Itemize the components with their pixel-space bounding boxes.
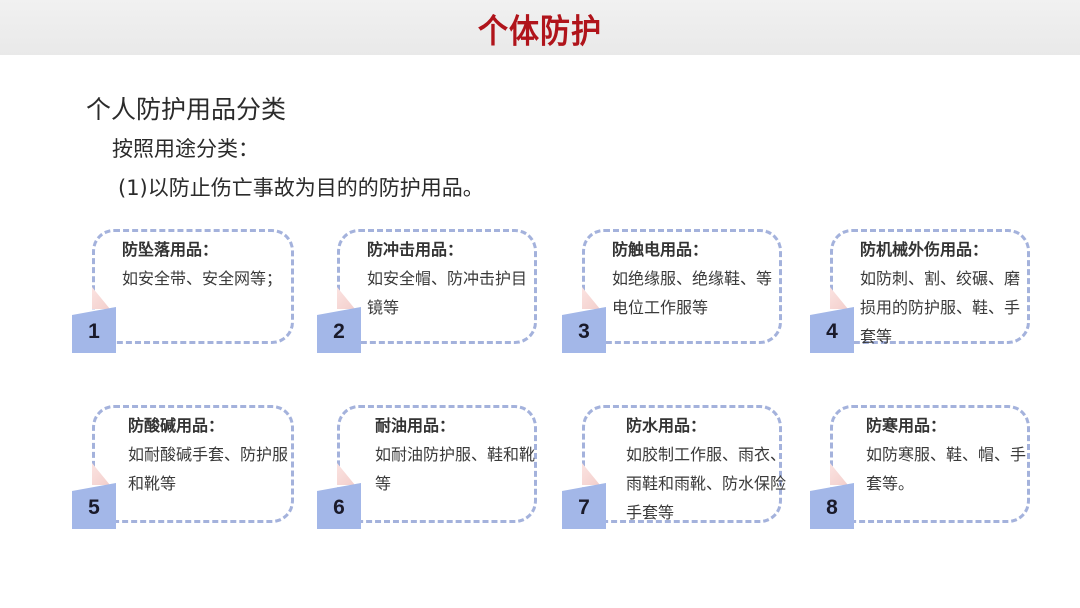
card-frame <box>92 405 294 523</box>
card-desc: 如防刺、割、绞碾、磨损用的防护服、鞋、手套等 <box>860 269 1021 346</box>
card-desc: 如耐油防护服、鞋和靴等 <box>375 445 536 493</box>
card-label: 耐油用品： <box>375 416 456 435</box>
card-label: 防坠落用品： <box>122 240 219 259</box>
card-label: 防触电用品： <box>612 240 709 259</box>
number-badge: 4 <box>810 307 854 353</box>
card-desc: 如胶制工作服、雨衣、雨鞋和雨靴、防水保险手套等 <box>626 445 787 522</box>
card-desc: 如安全帽、防冲击护目镜等 <box>367 269 528 317</box>
card-desc: 如耐酸碱手套、防护服和靴等 <box>128 445 289 493</box>
card-label: 防水用品： <box>626 416 707 435</box>
card-frame <box>830 229 1030 344</box>
card-label: 防酸碱用品： <box>128 416 225 435</box>
number-badge: 7 <box>562 483 606 529</box>
card-label: 防机械外伤用品： <box>860 240 989 259</box>
number-badge: 8 <box>810 483 854 529</box>
card-text: 防冲击用品： 如安全帽、防冲击护目镜等 <box>367 235 537 322</box>
page-title: 个体防护 <box>478 12 602 51</box>
card-frame <box>337 405 537 523</box>
number-badge: 1 <box>72 307 116 353</box>
card-text: 防坠落用品： 如安全带、安全网等； <box>122 235 292 293</box>
card-frame <box>582 405 782 523</box>
number-badge: 5 <box>72 483 116 529</box>
card-label: 防寒用品： <box>866 416 947 435</box>
card-desc: 如安全带、安全网等； <box>122 269 283 288</box>
number-badge: 2 <box>317 307 361 353</box>
card-text: 防寒用品： 如防寒服、鞋、帽、手套等。 <box>866 411 1036 498</box>
card-text: 防水用品： 如胶制工作服、雨衣、雨鞋和雨靴、防水保险手套等 <box>626 411 796 527</box>
card-text: 防机械外伤用品： 如防刺、割、绞碾、磨损用的防护服、鞋、手套等 <box>860 235 1030 351</box>
card-label: 防冲击用品： <box>367 240 464 259</box>
classification-subheading: 按照用途分类： <box>112 137 259 161</box>
card-desc: 如防寒服、鞋、帽、手套等。 <box>866 445 1027 493</box>
number-badge: 3 <box>562 307 606 353</box>
card-frame <box>830 405 1030 523</box>
category-intro: (1)以防止伤亡事故为目的的防护用品。 <box>118 176 484 200</box>
card-text: 防触电用品： 如绝缘服、绝缘鞋、等电位工作服等 <box>612 235 782 322</box>
card-frame <box>92 229 294 344</box>
title-bar: 个体防护 <box>0 0 1080 55</box>
card-desc: 如绝缘服、绝缘鞋、等电位工作服等 <box>612 269 773 317</box>
card-frame <box>337 229 537 344</box>
card-frame <box>582 229 782 344</box>
section-heading: 个人防护用品分类 <box>86 95 287 124</box>
card-text: 防酸碱用品： 如耐酸碱手套、防护服和靴等 <box>128 411 298 498</box>
number-badge: 6 <box>317 483 361 529</box>
card-text: 耐油用品： 如耐油防护服、鞋和靴等 <box>375 411 545 498</box>
